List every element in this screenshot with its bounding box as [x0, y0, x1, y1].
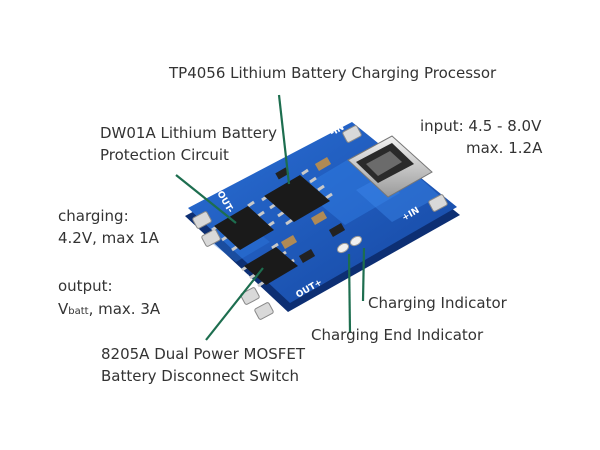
- tp4056-chip: [261, 168, 333, 226]
- output-rest: , max. 3A: [88, 300, 161, 318]
- leader-mosfet: [205, 267, 264, 341]
- label-mosfet-line2: Battery Disconnect Switch: [101, 367, 299, 385]
- dw01a-chip: [211, 200, 275, 252]
- label-charging-line1: charging:: [58, 207, 129, 225]
- label-output-line2: Vbatt, max. 3A: [58, 299, 160, 322]
- output-v: V: [58, 300, 69, 318]
- label-tp4056: TP4056 Lithium Battery Charging Processo…: [169, 64, 497, 82]
- leader-dw01a: [175, 174, 237, 224]
- solder-pads: [192, 125, 448, 320]
- label-dw01a-line1: DW01A Lithium Battery: [100, 124, 277, 142]
- label-dw01a-line2: Protection Circuit: [100, 146, 229, 164]
- label-charging-end-indicator: Charging End Indicator: [311, 326, 484, 344]
- label-charging-indicator: Charging Indicator: [368, 294, 507, 312]
- leader-tp4056: [277, 94, 291, 185]
- leader-charging-indicator: [361, 247, 366, 302]
- silk-b-minus: -B: [211, 249, 225, 263]
- label-mosfet-line1: 8205A Dual Power MOSFET: [101, 345, 306, 363]
- output-sub: batt: [68, 306, 89, 317]
- label-output-line1: output:: [58, 277, 113, 295]
- micro-usb-connector: [347, 135, 433, 198]
- label-charging-line2: 4.2V, max 1A: [58, 229, 159, 247]
- smd-components: [275, 157, 346, 263]
- leader-charging-end: [347, 253, 352, 334]
- leader-lines: [175, 94, 366, 341]
- label-input-line2: max. 1.2A: [466, 139, 543, 157]
- label-input-line1: input: 4.5 - 8.0V: [420, 117, 542, 135]
- led-indicators: [336, 235, 363, 254]
